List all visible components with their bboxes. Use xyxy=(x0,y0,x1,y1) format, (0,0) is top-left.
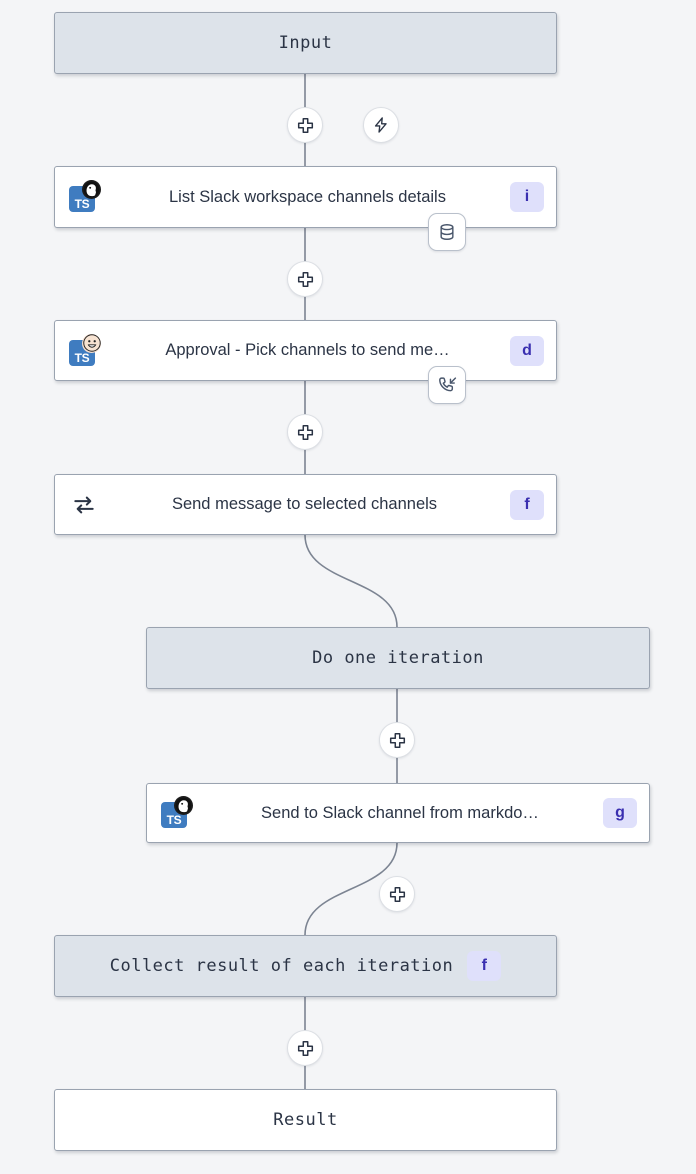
slack-deno-icon xyxy=(82,180,101,199)
typescript-icon: TS xyxy=(69,333,103,368)
node-send-message-selected-channels[interactable]: Send message to selected channels f xyxy=(54,474,557,535)
node-input-label: Input xyxy=(278,33,333,53)
deno-glyph-icon xyxy=(83,181,100,198)
node-approval-pick-channels-badge: d xyxy=(510,335,544,366)
smiley-face-glyph-icon xyxy=(82,334,101,352)
node-approval-pick-channels-label: Approval - Pick channels to send me… xyxy=(165,341,450,359)
node-collect-result-badge: f xyxy=(467,951,502,981)
add-step-button-after-list-channels[interactable] xyxy=(287,261,323,297)
smiley-face-icon xyxy=(82,333,101,353)
database-icon xyxy=(440,224,454,240)
add-step-button-after-do-one-iteration[interactable] xyxy=(379,722,415,758)
plus-icon xyxy=(389,732,405,748)
lightning-bolt-icon xyxy=(374,117,387,133)
typescript-icon: TS xyxy=(69,180,103,214)
node-approval-pick-channels[interactable]: TS Approval - Pick channels to send me… … xyxy=(54,320,557,381)
node-collect-result-label: Collect result of each iteration xyxy=(109,956,454,976)
plus-icon xyxy=(297,424,313,440)
node-do-one-iteration[interactable]: Do one iteration xyxy=(146,627,650,689)
node-send-message-selected-channels-badge: f xyxy=(510,489,544,520)
node-send-to-slack-markdown-label: Send to Slack channel from markdo… xyxy=(261,803,539,822)
database-chip-list-slack-channels[interactable] xyxy=(428,213,466,251)
phone-incoming-icon xyxy=(438,376,456,391)
plus-icon xyxy=(389,886,405,902)
node-input[interactable]: Input xyxy=(54,12,557,74)
add-step-button-after-send-to-slack[interactable] xyxy=(379,876,415,912)
trigger-bolt-button[interactable] xyxy=(363,107,399,143)
node-send-to-slack-markdown[interactable]: TS Send to Slack channel from markdo… g xyxy=(146,783,650,843)
node-list-slack-channels[interactable]: TS List Slack workspace channels details… xyxy=(54,166,557,228)
plus-icon xyxy=(297,271,313,287)
phone-incoming-chip-approval[interactable] xyxy=(428,366,466,404)
node-send-to-slack-markdown-badge: g xyxy=(603,798,637,828)
deno-glyph-icon xyxy=(175,797,192,814)
typescript-icon: TS xyxy=(161,796,195,830)
node-do-one-iteration-label: Do one iteration xyxy=(312,648,484,668)
plus-icon xyxy=(297,1040,313,1056)
node-list-slack-channels-badge: i xyxy=(510,182,544,212)
plus-icon xyxy=(297,117,313,133)
slack-deno-icon xyxy=(174,796,193,815)
add-step-button-after-collect-result[interactable] xyxy=(287,1030,323,1066)
node-list-slack-channels-label: List Slack workspace channels details xyxy=(169,187,446,206)
node-result-label: Result xyxy=(273,1110,338,1130)
add-step-button-after-approval[interactable] xyxy=(287,414,323,450)
add-step-button-after-input[interactable] xyxy=(287,107,323,143)
node-collect-result[interactable]: Collect result of each iteration f xyxy=(54,935,557,997)
loop-icon xyxy=(69,490,99,520)
node-result[interactable]: Result xyxy=(54,1089,557,1151)
loop-glyph-icon xyxy=(74,496,94,513)
node-send-message-selected-channels-label: Send message to selected channels xyxy=(171,495,438,513)
